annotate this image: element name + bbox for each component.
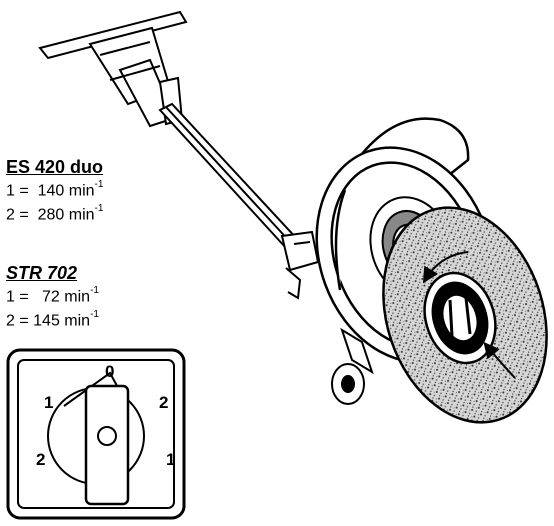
model-title: STR 702 <box>6 263 78 283</box>
switch-label-off: 0 <box>105 362 114 381</box>
speed-unit: min <box>64 288 91 306</box>
switch-position: 1 <box>6 288 15 306</box>
model-title: ES 420 duo <box>6 157 104 177</box>
rotation-arrows <box>422 251 516 379</box>
speed-unit: min <box>64 312 91 330</box>
unit-exponent: -1 <box>94 203 104 215</box>
switch-label-lower-right: 1 <box>166 450 175 469</box>
unit-exponent: -1 <box>94 179 104 190</box>
rotary-switch-plate: 0 1 2 2 1 <box>6 348 186 520</box>
speed-row: 2 = 145 min-1 <box>6 309 99 330</box>
handle-shaft <box>158 102 300 250</box>
switch-knob-center <box>97 426 117 446</box>
unit-exponent: -1 <box>90 285 99 296</box>
switch-position: 2 <box>6 206 15 224</box>
spec-str-702: STR 702 1 = 72 min-1 2 = 145 min-1 <box>6 263 99 332</box>
speed-value: 140 <box>37 182 65 200</box>
spec-es-420-duo: ES 420 duo 1 = 140 min-1 2 = 280 min-1 <box>6 157 103 226</box>
speed-value: 72 <box>42 288 60 306</box>
speed-unit: min <box>68 182 95 200</box>
speed-value: 280 <box>37 206 65 224</box>
switch-label-upper-left: 1 <box>44 393 53 412</box>
handle-clamp <box>280 230 320 300</box>
switch-position: 2 <box>6 312 15 330</box>
speed-value: 145 <box>33 312 60 330</box>
speed-row: 2 = 280 min-1 <box>6 203 104 224</box>
speed-row: 1 = 140 min-1 <box>6 179 104 200</box>
transport-wheel <box>331 327 374 405</box>
speed-row: 1 = 72 min-1 <box>6 285 99 306</box>
switch-label-upper-right: 2 <box>159 393 168 412</box>
unit-exponent: -1 <box>90 309 99 321</box>
switch-label-lower-left: 2 <box>36 450 45 469</box>
switch-position: 1 <box>6 182 15 200</box>
speed-unit: min <box>68 206 95 224</box>
